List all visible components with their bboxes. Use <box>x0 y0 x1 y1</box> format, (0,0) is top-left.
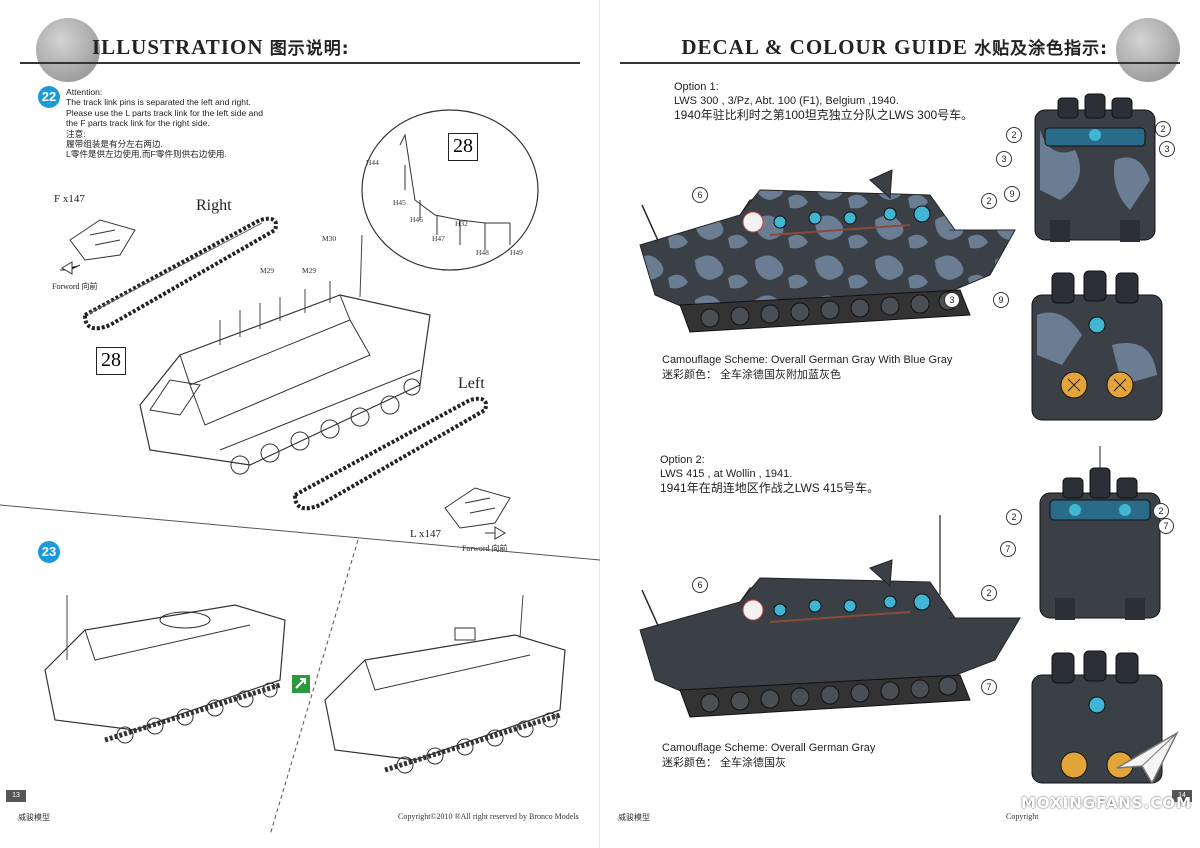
attention-line: the F parts track link for the right sid… <box>66 118 210 129</box>
step-23-badge: 23 <box>38 541 60 563</box>
option1-callout-9: 9 <box>993 292 1009 308</box>
track-link-l-drawing <box>444 487 511 540</box>
header-title-cn: 图示说明: <box>269 39 350 59</box>
part-label-h47: H47 <box>432 234 445 243</box>
option1-front-callout-2a: 2 <box>1006 127 1022 143</box>
header-corner-circle <box>36 18 100 82</box>
attention-line: Attention: <box>66 87 103 97</box>
right-page: DECAL & COLOUR GUIDE 水贴及涂色指示: Option 1: … <box>600 0 1200 848</box>
attention-note: Attention: The track link pins is separa… <box>66 87 326 160</box>
hull-assembly-drawing <box>139 234 431 475</box>
part-label-h44: H44 <box>366 158 379 167</box>
option1-camo-en: Camouflage Scheme: Overall German Gray W… <box>662 354 953 366</box>
left-track-drawing <box>292 396 488 511</box>
step-divider <box>0 504 601 836</box>
right-header: DECAL & COLOUR GUIDE 水贴及涂色指示: <box>620 28 1180 64</box>
option1-front-callout-2b: 2 <box>1155 121 1171 137</box>
header-title-en: DECAL & COLOUR GUIDE <box>681 35 968 59</box>
footer-copyright-left: Copyright©2010 ®All right reserved by Br… <box>398 812 579 821</box>
forword-label-right: Forword 向前 <box>52 282 98 291</box>
forword-label-left: Forword 向前 <box>462 544 508 553</box>
option1-front-callout-3b: 3 <box>1159 141 1175 157</box>
attention-line: 履带组装是有分左右两边. <box>66 139 163 150</box>
option1-front-view <box>1034 93 1156 242</box>
header-title-cn: 水贴及涂色指示: <box>974 39 1108 59</box>
option2-callout-6: 6 <box>692 577 708 593</box>
option2-callout-7: 7 <box>981 679 997 695</box>
option2-description: Option 2: LWS 415 , at Wollin , 1941. 19… <box>660 453 879 495</box>
part-ref-box-28-main: 28 <box>96 347 126 375</box>
left-page: ILLUSTRATION 图示说明: 22 Attention: The tra… <box>0 0 601 848</box>
option2-front-callout-2b: 2 <box>1153 503 1169 519</box>
option1-callout-6: 6 <box>692 187 708 203</box>
footer-copyright-right: Copyright <box>1006 812 1039 821</box>
part-label-h48: H48 <box>476 248 489 257</box>
right-track-drawing <box>82 216 278 331</box>
track-left-label: Left <box>458 375 485 392</box>
option1-callout-3: 3 <box>944 292 960 308</box>
right-header-title: DECAL & COLOUR GUIDE 水贴及涂色指示: <box>681 34 1108 60</box>
left-header: ILLUSTRATION 图示说明: <box>20 28 580 64</box>
left-header-title: ILLUSTRATION 图示说明: <box>92 34 350 60</box>
part-label-h46: H46 <box>410 215 423 224</box>
part-label-m29-a: M29 <box>260 266 275 275</box>
part-label-m30: M30 <box>322 234 337 243</box>
forward-arrow-icon <box>292 675 310 693</box>
option1-camouflage: Camouflage Scheme: Overall German Gray W… <box>662 353 952 383</box>
option1-callout-2: 2 <box>981 193 997 209</box>
footer-brand-left: 威骏模型 <box>18 813 50 822</box>
part-label-h32: H32 <box>455 219 468 228</box>
option1-unit: LWS 300 , 3/Pz, Abt. 100 (F1), Belgium ,… <box>674 95 899 107</box>
part-label-h45: H45 <box>393 198 406 207</box>
option1-front-callout-3a: 3 <box>996 151 1012 167</box>
option2-front-callout-7b: 7 <box>1158 518 1174 534</box>
option2-unit-cn: 1941年在胡连地区作战之LWS 415号车。 <box>660 481 880 495</box>
option1-title: Option 1: <box>674 81 719 93</box>
railing-detail-oval <box>361 109 539 271</box>
step23-hull-before <box>44 595 286 744</box>
option1-description: Option 1: LWS 300 , 3/Pz, Abt. 100 (F1),… <box>674 80 973 122</box>
attention-line: Please use the L parts track link for th… <box>66 107 263 118</box>
header-corner-circle-right <box>1116 18 1180 82</box>
page-number-right: 14 <box>1172 790 1192 802</box>
option1-side-view <box>639 169 1016 333</box>
step23-hull-after <box>324 594 566 774</box>
option2-side-view <box>639 515 1021 718</box>
option2-front-callout-7a: 7 <box>1000 541 1016 557</box>
attention-line: L零件是供左边使用,而F零件则供右边使用. <box>66 149 227 160</box>
track-link-f-drawing <box>60 219 136 275</box>
option2-rear-view <box>1031 650 1163 784</box>
header-title-en: ILLUSTRATION <box>92 35 264 59</box>
track-f-count: F x147 <box>54 193 85 205</box>
option2-camouflage: Camouflage Scheme: Overall German Gray 迷… <box>662 741 875 771</box>
option2-callout-2: 2 <box>981 585 997 601</box>
track-l-count: L x147 <box>410 528 442 540</box>
option2-unit: LWS 415 , at Wollin , 1941. <box>660 468 793 480</box>
option2-camo-cn: 迷彩颜色： 全车涂德国灰 <box>662 757 787 769</box>
option1-rear-view <box>1031 270 1163 421</box>
part-label-h49: H49 <box>510 248 523 257</box>
paper-plane-logo-icon <box>1116 731 1179 785</box>
option2-camo-en: Camouflage Scheme: Overall German Gray <box>662 742 876 754</box>
track-right-label: Right <box>196 197 232 214</box>
option2-front-callout-2a: 2 <box>1006 509 1022 525</box>
part-ref-box-28: 28 <box>448 133 478 161</box>
footer-brand-right: 威骏模型 <box>618 813 650 822</box>
site-watermark: MOXINGFANS.COM <box>1020 794 1192 812</box>
attention-line: The track link pins is separated the lef… <box>66 97 251 108</box>
option1-front-callout-9: 9 <box>1004 186 1020 202</box>
attention-line: 注意: <box>66 128 86 139</box>
step-22-badge: 22 <box>38 86 60 108</box>
part-label-m29-b: M29 <box>302 266 317 275</box>
page-number-left: 13 <box>6 790 26 802</box>
option2-front-view <box>1039 446 1161 620</box>
option1-camo-cn: 迷彩颜色： 全车涂德国灰附加蓝灰色 <box>662 369 842 381</box>
option1-unit-cn: 1940年驻比利时之第100坦克独立分队之LWS 300号车。 <box>674 108 974 122</box>
option2-title: Option 2: <box>660 454 705 466</box>
